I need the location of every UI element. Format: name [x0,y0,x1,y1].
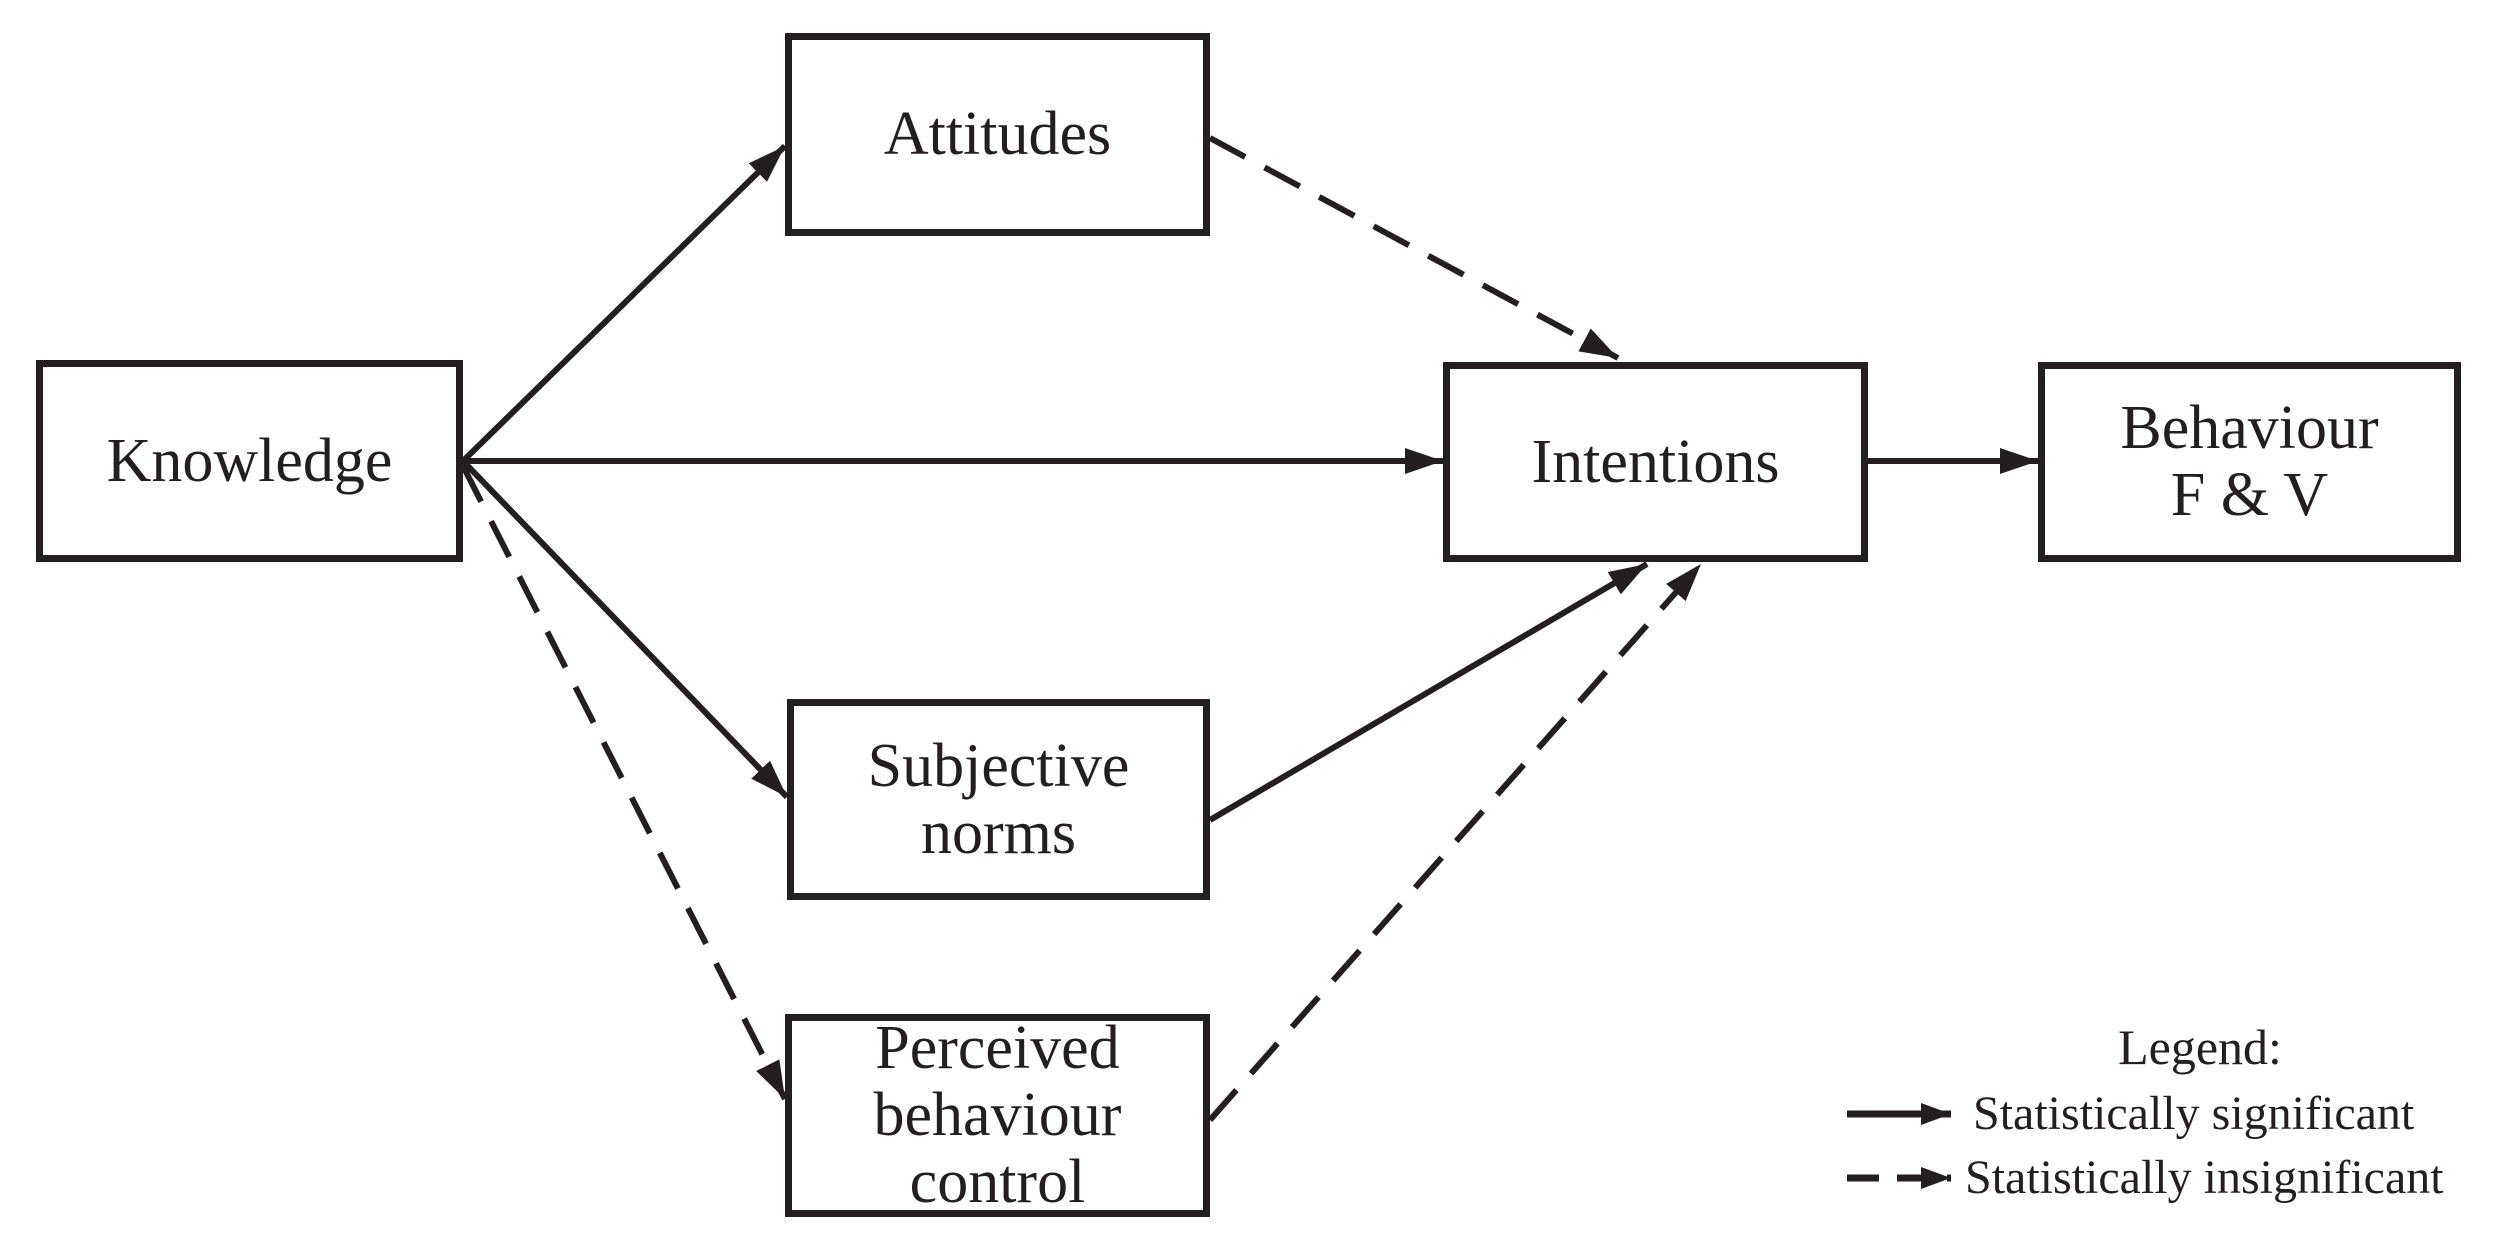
node-perceived-behaviour-control-label: Perceived behaviour control [873,1014,1122,1216]
node-behaviour-label: Behaviour F & V [2120,394,2379,529]
legend-item-insignificant: Statistically insignificant [1845,1150,2444,1205]
node-attitudes-label: Attitudes [883,100,1112,169]
node-knowledge-label: Knowledge [106,426,393,495]
node-subjective-norms: Subjective norms [787,699,1210,900]
arrow-knowledge-to-subjective-norms [460,458,790,800]
arrow-perceived-behaviour-control-to-intentions [1207,562,1704,1122]
node-subjective-norms-label: Subjective norms [867,731,1130,867]
arrow-knowledge-to-attitudes [460,143,788,464]
node-intentions: Intentions [1443,362,1868,562]
node-behaviour: Behaviour F & V [2038,362,2461,562]
legend-title: Legend: [2118,1019,2282,1075]
legend-solid-arrow-icon [1847,1102,1951,1125]
node-intentions-label: Intentions [1531,427,1780,496]
legend-item-significant: Statistically significant [1845,1086,2414,1141]
arrow-subjective-norms-to-intentions [1208,561,1649,823]
legend-item-significant-label: Statistically significant [1973,1087,2415,1140]
node-perceived-behaviour-control: Perceived behaviour control [785,1014,1210,1217]
arrow-attitudes-to-intentions [1208,135,1620,361]
node-knowledge: Knowledge [36,360,463,562]
legend-dashed-arrow-icon [1847,1166,1951,1189]
legend-item-insignificant-label: Statistically insignificant [1965,1151,2444,1204]
node-attitudes: Attitudes [785,33,1210,236]
arrow-knowledge-to-perceived-behaviour-control [460,464,788,1101]
